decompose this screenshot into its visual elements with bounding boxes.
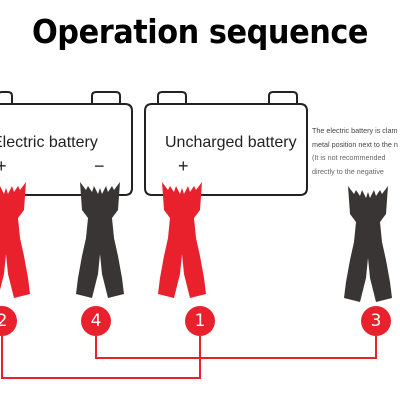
uncharged-battery-negative-terminal bbox=[268, 91, 298, 104]
uncharged-battery bbox=[144, 91, 308, 196]
note-line-2: metal position next to the n bbox=[312, 139, 398, 149]
step-badge-1: 1 bbox=[185, 306, 215, 336]
electric-battery-label: Electric battery bbox=[0, 134, 98, 151]
black-clamp-icon bbox=[76, 182, 124, 298]
red-clamp-icon bbox=[0, 182, 30, 298]
note-line-3: (It is not recommended bbox=[312, 153, 386, 162]
uncharged-battery-label: Uncharged battery bbox=[165, 134, 297, 151]
uncharged-battery-positive-sign: + bbox=[178, 156, 189, 176]
black-clamp-icon bbox=[344, 186, 392, 302]
uncharged-battery-body bbox=[144, 103, 308, 196]
electric-battery-negative-sign: − bbox=[94, 156, 105, 176]
black-cable bbox=[95, 336, 377, 359]
uncharged-battery-positive-terminal bbox=[157, 91, 187, 104]
electric-battery-body bbox=[0, 103, 133, 196]
page-title: Operation sequence bbox=[31, 12, 369, 51]
red-cable bbox=[1, 336, 201, 379]
electric-battery bbox=[0, 91, 133, 196]
note-line-4: directly to the negative bbox=[312, 166, 384, 176]
red-clamp-icon bbox=[158, 182, 206, 298]
cables bbox=[1, 336, 377, 379]
step-badge-3: 3 bbox=[361, 306, 391, 336]
electric-battery-positive-sign: + bbox=[0, 156, 7, 176]
instruction-note: The electric battery is clam metal posit… bbox=[312, 124, 400, 178]
step-badge-4: 4 bbox=[81, 306, 111, 336]
note-line-1: The electric battery is clam bbox=[312, 126, 398, 135]
step-badge-2: 2 bbox=[0, 306, 17, 336]
electric-battery-negative-terminal bbox=[91, 91, 121, 104]
electric-battery-positive-terminal bbox=[0, 91, 13, 104]
